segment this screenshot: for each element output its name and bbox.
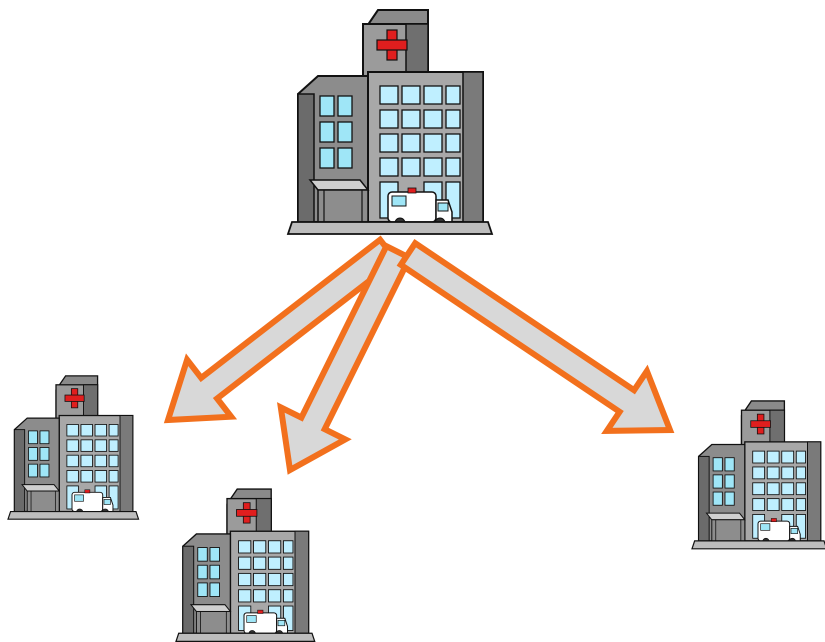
branch-hospital-middle-icon: [175, 488, 316, 642]
connection-arrows: [163, 235, 675, 475]
arrow-to-middle-branch: [276, 242, 414, 475]
arrow-to-right-branch: [396, 239, 675, 434]
hub-hospital-icon: [287, 9, 493, 235]
branch-hospital-left-icon: [7, 375, 140, 520]
branch-hospital-right-icon: [691, 400, 825, 550]
